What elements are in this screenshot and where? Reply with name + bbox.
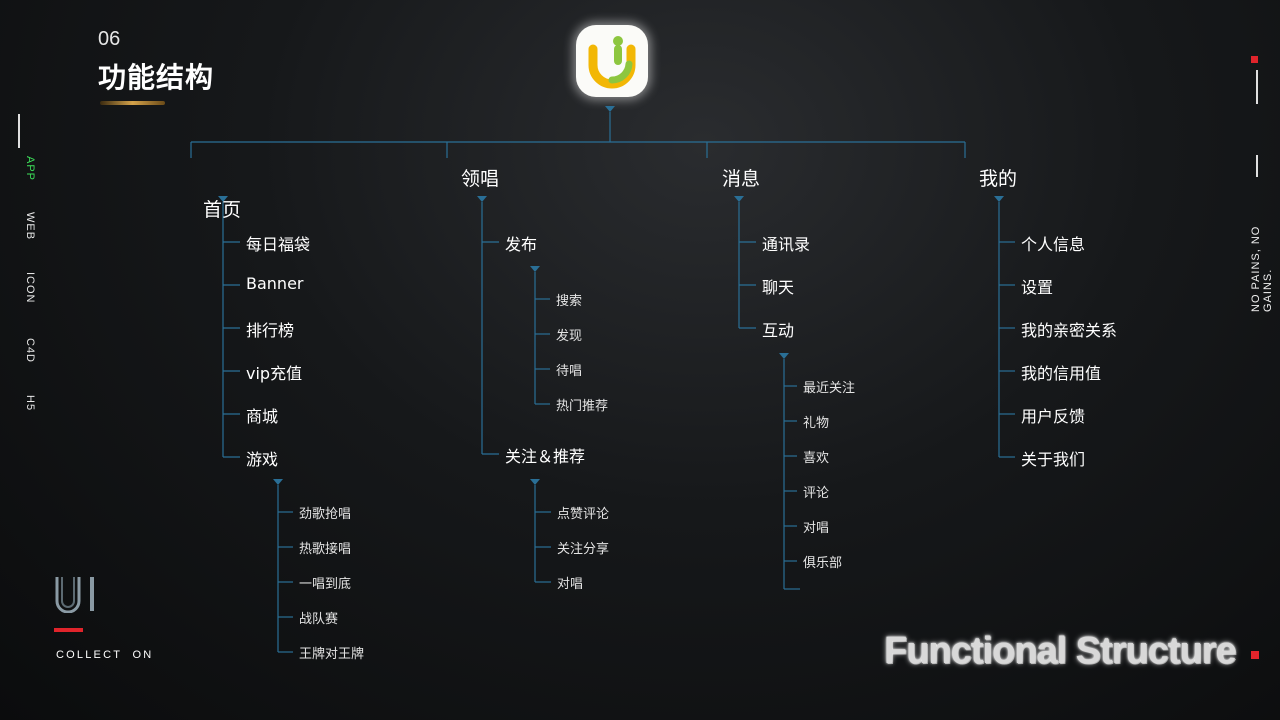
section-1-marker: [477, 196, 487, 202]
section-1-group-1-item-1: 关注分享: [557, 542, 610, 557]
sidebar-divider: [18, 114, 20, 148]
section-2-group-0-item-2: 喜欢: [803, 451, 830, 466]
red-square-marker: [1251, 56, 1258, 63]
slide-title: 功能结构: [98, 61, 215, 94]
section-1-group-0-marker: [530, 266, 540, 272]
section-0-label: 首页: [203, 199, 242, 221]
red-square-marker: [1251, 651, 1259, 659]
section-1-item-0: 发布: [505, 235, 538, 254]
red-bar-marker: [54, 628, 83, 632]
section-0-item-4: 商城: [246, 407, 279, 426]
section-1-group-1-item-2: 对唱: [557, 577, 584, 592]
section-2-group-1-item-1: 俱乐部: [803, 556, 843, 571]
section-0-group-0-item-3: 战队赛: [299, 612, 339, 627]
section-1-group-0-item-2: 待唱: [556, 364, 583, 379]
section-2-group-1-item-0: 对唱: [803, 521, 830, 536]
section-0-group-0-item-0: 劲歌抢唱: [299, 507, 352, 522]
app-logo-icon: [588, 36, 636, 89]
section-1-label: 领唱: [461, 168, 500, 190]
title-underline: [100, 101, 165, 105]
section-0-group-0-item-1: 热歌接唱: [299, 542, 352, 557]
section-1-group-0-item-0: 搜索: [556, 294, 583, 309]
section-1-group-1-marker: [530, 479, 540, 485]
section-3-item-4: 用户反馈: [1021, 407, 1086, 426]
slide-number: 06: [98, 28, 121, 50]
section-2-group-0-marker: [779, 353, 789, 359]
section-2-label: 消息: [722, 168, 761, 190]
app-logo: [576, 25, 648, 97]
section-0-group-0-item-4: 王牌对王牌: [299, 647, 365, 662]
section-2-group-0-item-1: 礼物: [803, 416, 830, 431]
section-3-item-0: 个人信息: [1021, 235, 1086, 254]
ui-logo-icon: [55, 577, 94, 614]
section-3-item-5: 关于我们: [1021, 450, 1086, 469]
footer-heading: Functional Structure: [884, 630, 1237, 672]
section-2-item-0: 通讯录: [762, 235, 811, 254]
section-3-label: 我的: [979, 168, 1018, 190]
section-2-item-2: 互动: [762, 321, 795, 340]
sidebar-item-icon[interactable]: ICON: [24, 272, 36, 304]
section-0-marker: [218, 196, 228, 202]
collection-label: COLLECT ON: [56, 649, 154, 661]
section-2-item-1: 聊天: [762, 278, 795, 297]
section-3-item-1: 设置: [1021, 278, 1054, 297]
section-2-group-0-item-0: 最近关注: [803, 381, 856, 396]
section-0-item-1: Banner: [246, 274, 304, 293]
section-0-item-5: 游戏: [246, 450, 279, 469]
section-0-item-3: vip充值: [246, 364, 303, 383]
section-0-group-0-item-2: 一唱到底: [299, 577, 352, 592]
sidebar-item-h5[interactable]: H5: [24, 395, 36, 412]
right-divider: [1256, 70, 1258, 104]
root-marker: [605, 106, 615, 112]
section-0-item-0: 每日福袋: [246, 235, 311, 254]
ui-collection-logo: [54, 575, 100, 614]
section-1-group-0-item-3: 热门推荐: [556, 399, 609, 414]
section-3-item-3: 我的信用值: [1021, 364, 1102, 383]
section-3-marker: [994, 196, 1004, 202]
section-3-item-2: 我的亲密关系: [1021, 321, 1118, 340]
section-0-group-0-marker: [273, 479, 283, 485]
section-1-item-1: 关注＆推荐: [505, 447, 586, 466]
sidebar-item-web[interactable]: WEB: [24, 212, 36, 241]
section-2-marker: [734, 196, 744, 202]
section-1-group-1-item-0: 点赞评论: [557, 507, 610, 522]
sidebar-item-app[interactable]: APP: [24, 156, 36, 182]
right-divider-short: [1256, 155, 1258, 177]
section-1-group-0-item-1: 发现: [556, 329, 583, 344]
sidebar-item-c4d[interactable]: C4D: [24, 338, 36, 364]
section-2-group-0-item-3: 评论: [803, 486, 830, 501]
section-0-item-2: 排行榜: [246, 321, 295, 340]
